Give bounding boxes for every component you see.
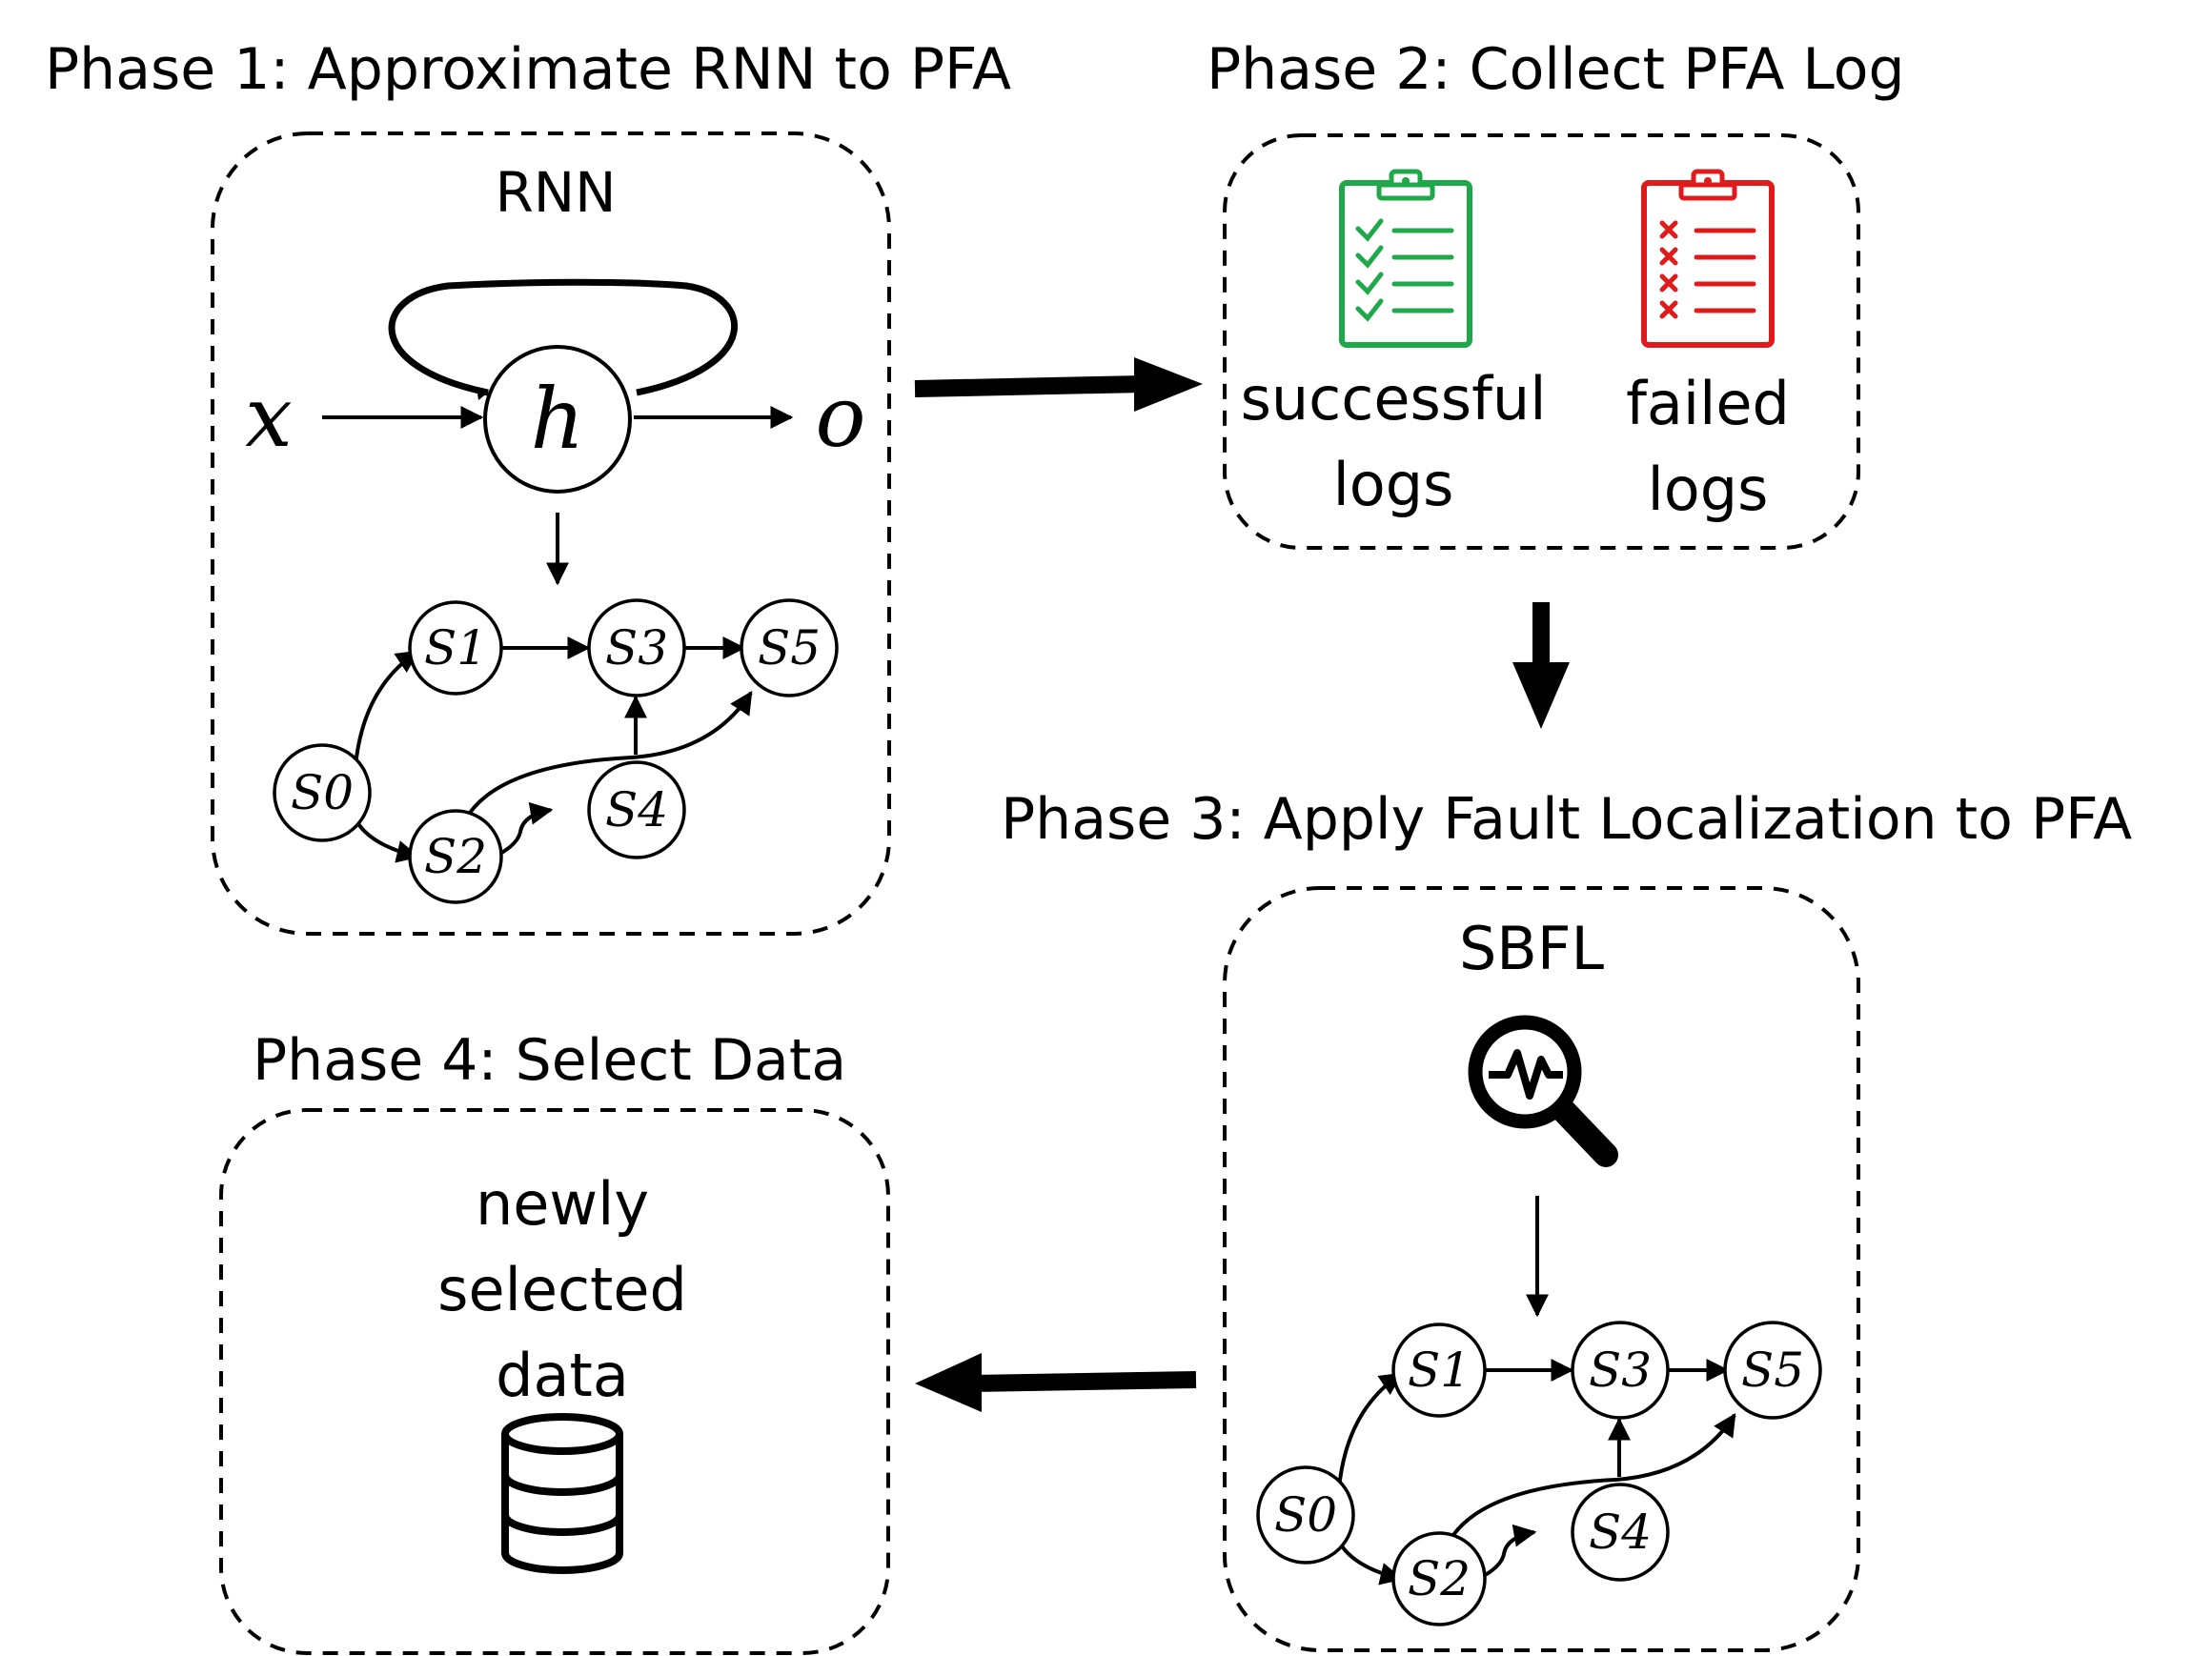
state-label: S1 xyxy=(1408,1343,1471,1398)
clipboard-check-icon xyxy=(1339,169,1472,348)
phase4-box xyxy=(219,1108,890,1655)
successful-logs-line2: logs xyxy=(1333,450,1454,519)
arrow-phase2-to-phase3 xyxy=(1512,602,1570,729)
state-label: S5 xyxy=(1741,1343,1804,1398)
state-label: S0 xyxy=(291,765,354,820)
database-icon xyxy=(501,1413,623,1574)
rnn-recurrent-loop xyxy=(388,278,738,396)
phase3-title: Phase 3: Apply Fault Localization to PFA xyxy=(1001,786,2132,853)
selected-data-line1: newly xyxy=(476,1169,649,1239)
clipboard-x-icon xyxy=(1641,169,1775,348)
rnn-input-symbol: x xyxy=(245,368,293,466)
loop-arrowhead xyxy=(477,387,488,400)
phase4-title: Phase 4: Select Data xyxy=(253,1027,846,1094)
sbfl-label: SBFL xyxy=(1459,914,1605,983)
selected-data-line2: selected xyxy=(437,1255,687,1324)
phase1-box xyxy=(211,131,891,936)
selected-data-line3: data xyxy=(496,1341,629,1410)
pfa-graph-phase3: S0 S1 S2 S3 S4 S5 xyxy=(1258,1323,1820,1625)
state-label: S3 xyxy=(1589,1343,1652,1398)
successful-logs-line1: successful xyxy=(1241,364,1547,434)
state-label: S2 xyxy=(1408,1551,1471,1606)
rnn-hidden-symbol: h xyxy=(531,370,585,468)
state-label: S3 xyxy=(605,620,668,676)
state-label: S1 xyxy=(424,620,487,676)
phase2-box xyxy=(1223,133,1860,550)
state-label: S4 xyxy=(605,782,668,838)
state-label: S0 xyxy=(1274,1487,1337,1543)
phase2-title: Phase 2: Collect PFA Log xyxy=(1207,36,1905,103)
failed-logs-line1: failed xyxy=(1626,369,1790,438)
phase1-title: Phase 1: Approximate RNN to PFA xyxy=(45,36,1011,103)
arrow-phase1-to-phase2 xyxy=(914,357,1203,412)
failed-logs-line2: logs xyxy=(1648,454,1769,524)
pfa-graph-phase1: S0 S1 S2 S3 S4 S5 xyxy=(274,600,837,902)
rnn-output-symbol: o xyxy=(816,368,866,466)
arrow-phase3-to-phase4 xyxy=(915,1353,1197,1412)
state-label: S2 xyxy=(424,829,487,884)
rnn-hidden-node xyxy=(483,345,632,494)
magnifier-pulse-icon xyxy=(1468,1015,1618,1167)
state-label: S5 xyxy=(758,620,821,676)
state-label: S4 xyxy=(1589,1505,1652,1560)
phase3-box xyxy=(1223,886,1860,1652)
rnn-label: RNN xyxy=(495,160,616,225)
